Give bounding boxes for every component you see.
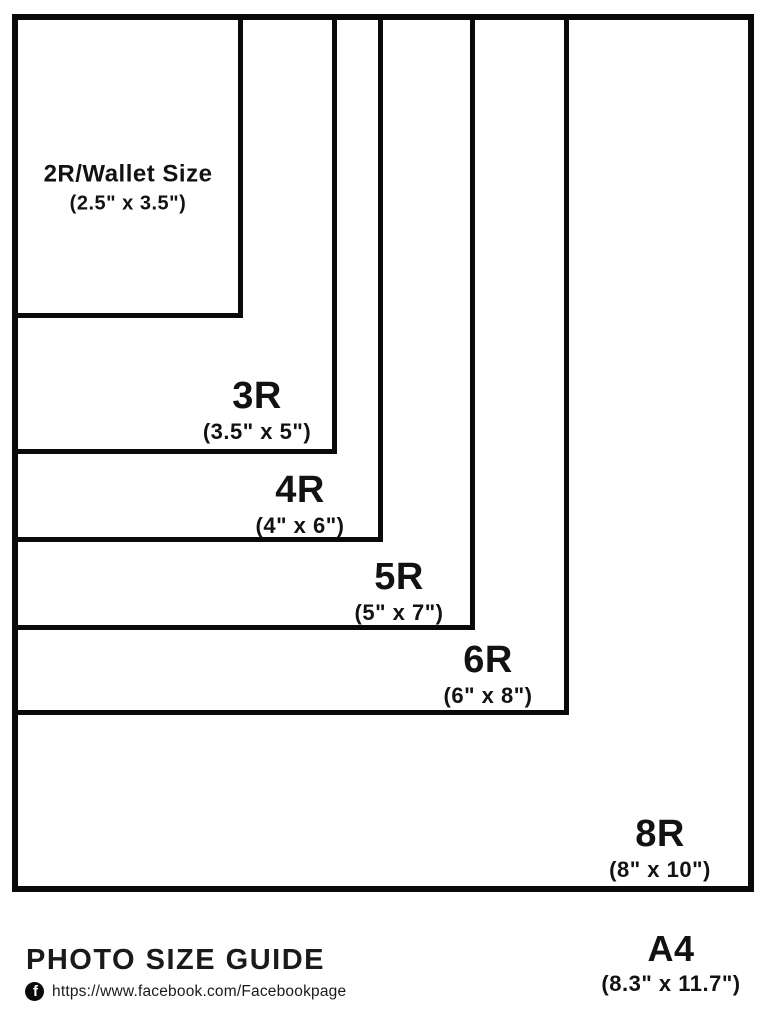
page-title: PHOTO SIZE GUIDE [26, 944, 326, 976]
label-a4: A4 (8.3" x 11.7") [601, 931, 740, 995]
label-5r-name: 5R [374, 556, 424, 598]
label-2r-dimensions: (2.5" x 3.5") [69, 192, 187, 215]
label-8r: 8R (8" x 10") [609, 815, 711, 881]
label-5r-dimensions: (5" x 7") [354, 600, 444, 625]
facebook-icon: f [25, 982, 44, 1001]
label-6r: 6R (6" x 8") [444, 641, 533, 707]
social-row: f https://www.facebook.com/Facebookpage [25, 982, 346, 1001]
label-3r: 3R (3.5" x 5") [203, 377, 311, 443]
label-4r: 4R (4" x 6") [256, 471, 345, 537]
label-8r-dimensions: (8" x 10") [609, 857, 711, 882]
label-4r-dimensions: (4" x 6") [255, 513, 345, 538]
label-5r: 5R (5" x 7") [355, 558, 444, 624]
label-4r-name: 4R [275, 469, 325, 511]
label-2r-name: 2R/Wallet Size [43, 160, 213, 188]
label-a4-dimensions: (8.3" x 11.7") [601, 971, 741, 996]
label-3r-dimensions: (3.5" x 5") [202, 419, 312, 444]
size-box-2r [12, 14, 243, 318]
label-8r-name: 8R [635, 813, 685, 855]
label-6r-name: 6R [463, 639, 513, 681]
label-2r: 2R/Wallet Size (2.5" x 3.5") [43, 160, 213, 215]
label-a4-name: A4 [647, 928, 695, 969]
facebook-url: https://www.facebook.com/Facebookpage [52, 982, 347, 1000]
label-3r-name: 3R [232, 375, 282, 417]
label-6r-dimensions: (6" x 8") [443, 683, 533, 708]
